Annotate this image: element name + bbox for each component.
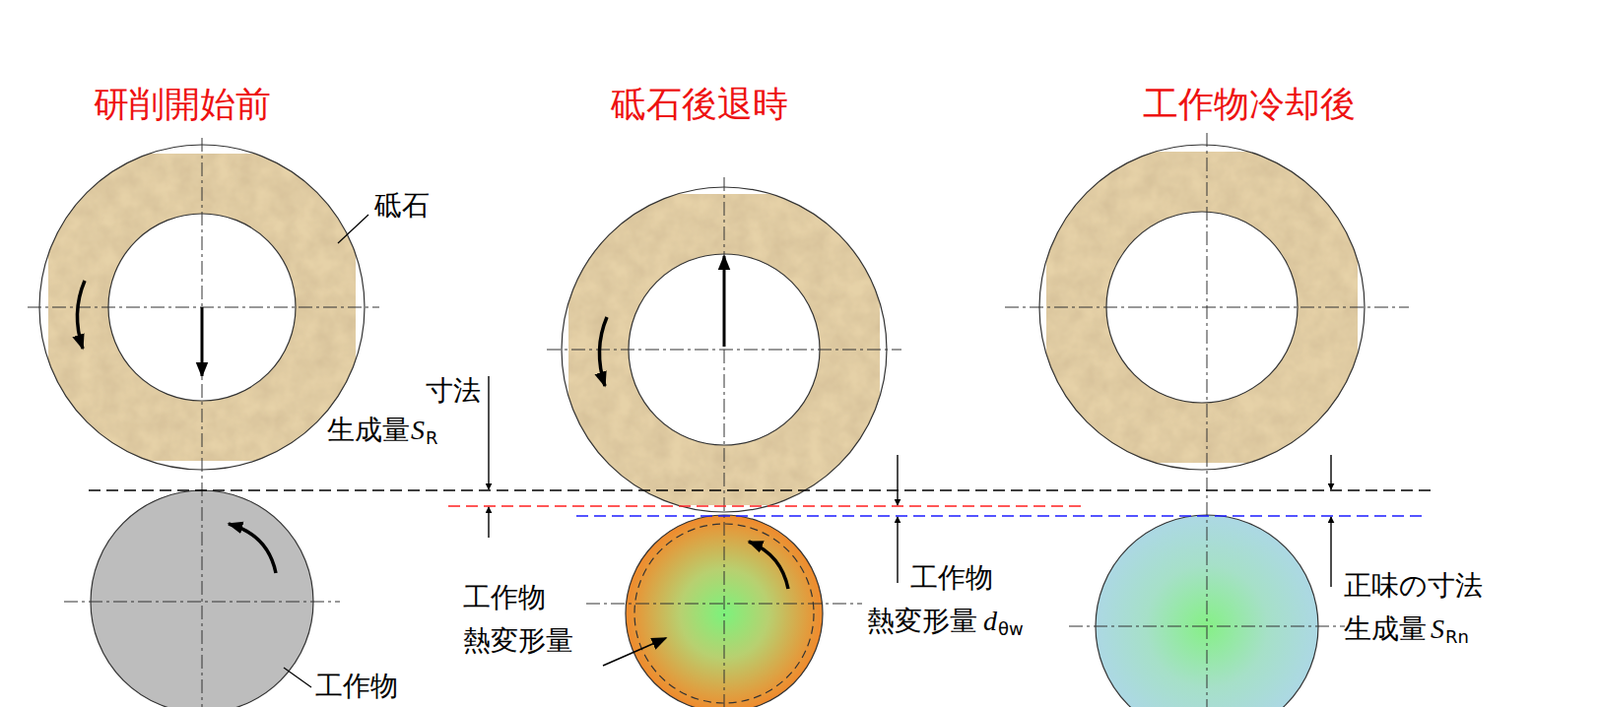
column-title: 工作物冷却後 xyxy=(1142,82,1356,126)
dimension-label: 熱変形量 xyxy=(866,604,978,639)
symbol: S xyxy=(1430,612,1445,647)
hot-surface-line xyxy=(448,505,1082,508)
part-name: 工作物 xyxy=(315,669,399,704)
symbol: d xyxy=(983,604,998,639)
dimension-label: 寸法 xyxy=(425,374,481,408)
retract-arrow xyxy=(723,256,727,347)
dimension-label: 生成量 xyxy=(1343,612,1427,647)
column-title: 砥石後退時 xyxy=(610,82,789,126)
rotation-arrows xyxy=(76,280,789,590)
dimension-label: 正味の寸法 xyxy=(1343,569,1483,603)
center-axes xyxy=(27,133,1409,707)
dimension-label: 熱変形量 xyxy=(463,624,574,659)
symbol-subscript: R xyxy=(425,427,439,450)
infeed-arrow xyxy=(200,307,204,377)
symbol-subscript: θw xyxy=(998,618,1024,641)
part-name: 砥石 xyxy=(374,189,430,223)
dimension-arrows xyxy=(488,376,1332,588)
symbol-subscript: Rn xyxy=(1445,626,1469,649)
dimension-label: 工作物 xyxy=(463,581,546,615)
cooled-surface-line xyxy=(576,515,1425,518)
dimension-label: 工作物 xyxy=(910,561,994,596)
column-title: 研削開始前 xyxy=(93,82,271,126)
reference-line xyxy=(88,489,1431,492)
dimension-label: 生成量 xyxy=(327,413,410,448)
symbol: S xyxy=(410,413,425,448)
leader-lines xyxy=(283,214,667,688)
